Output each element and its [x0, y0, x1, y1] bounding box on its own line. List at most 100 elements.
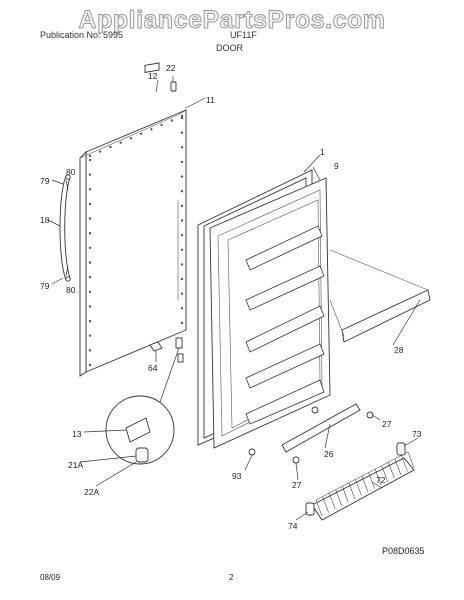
screw-hole — [88, 158, 92, 162]
hinge-detail — [105, 344, 181, 465]
screw-hole — [180, 307, 184, 310]
callout-27-bottom: 27 — [292, 480, 302, 490]
outer-door-panel — [79, 109, 187, 377]
publication-label: Publication No: 5995 — [40, 30, 124, 40]
screw-hole — [180, 146, 184, 149]
screw-hole — [88, 290, 92, 293]
screw-27c — [292, 456, 300, 464]
screw-hole — [119, 141, 122, 144]
screw-hole — [180, 204, 184, 208]
basket-wire — [342, 486, 349, 503]
screw-hole — [180, 219, 184, 222]
screw-hole — [180, 292, 184, 295]
screw-hole — [88, 319, 92, 323]
screw-hole — [180, 277, 184, 281]
door-screw-holes — [88, 114, 184, 367]
basket-wire — [381, 465, 388, 482]
callout-80-top: 80 — [66, 167, 76, 177]
hinge-cap — [149, 341, 163, 352]
basket-wire — [328, 493, 336, 510]
screw-93 — [248, 448, 256, 456]
callout-80-bottom: 80 — [66, 285, 76, 295]
top-screw — [170, 81, 177, 92]
screw-hole — [180, 190, 184, 193]
callout-79-top: 79 — [40, 176, 50, 186]
callout-93: 93 — [232, 471, 242, 481]
basket-wire — [315, 499, 323, 517]
callout-11: 11 — [206, 95, 215, 105]
page-number: 2 — [229, 573, 234, 582]
callout-26: 26 — [324, 449, 334, 459]
screw-hole — [180, 175, 184, 178]
basket-support-right — [396, 442, 406, 456]
screw-hole — [88, 246, 92, 250]
screw-hole — [109, 145, 112, 149]
screw-hole — [129, 137, 133, 140]
basket-wire — [388, 462, 395, 479]
screw-hole — [88, 173, 92, 176]
footer-date: 08/09 — [40, 573, 61, 582]
screw-27a — [311, 406, 319, 414]
leader-lines — [47, 76, 421, 521]
basket-wire — [361, 475, 369, 493]
watermark: AppliancePartsPros.com — [78, 6, 386, 35]
screw-hole — [88, 275, 92, 279]
liner-shelves — [245, 225, 325, 425]
screw-hole — [88, 217, 92, 220]
screw-hole — [88, 334, 92, 337]
screw-hole — [88, 261, 92, 264]
callout-9: 9 — [334, 161, 339, 171]
basket-wires — [315, 451, 415, 517]
callout-1: 1 — [320, 147, 325, 157]
basket-wire — [322, 496, 329, 513]
callout-28: 28 — [394, 345, 404, 355]
screw-hole — [160, 123, 163, 127]
screw-hole — [180, 160, 184, 164]
drawing-code: P08D0635 — [382, 546, 425, 556]
screw-hole — [88, 305, 92, 308]
screw-hole — [88, 188, 92, 191]
model-label: UF11F — [230, 30, 257, 40]
callout-73: 73 — [412, 429, 422, 439]
basket-support-left — [305, 502, 315, 516]
screw-hole — [180, 116, 184, 120]
door-rack-bar — [329, 249, 431, 343]
hinge-bolt — [177, 353, 184, 363]
screw-hole — [88, 154, 92, 158]
basket-wire — [335, 489, 342, 506]
callout-21a: 21A — [68, 460, 84, 470]
screw-hole — [88, 202, 92, 206]
callout-12: 12 — [148, 71, 158, 81]
basket-wire — [401, 455, 408, 472]
nameplate — [144, 62, 160, 73]
callout-79-bottom: 79 — [40, 281, 50, 291]
basket-wire — [407, 451, 415, 469]
callout-22: 22 — [166, 63, 176, 73]
callout-72: 72 — [376, 475, 386, 485]
section-title: DOOR — [216, 43, 243, 53]
screw-hole — [180, 248, 184, 251]
screw-hole — [180, 321, 184, 325]
screw-hole — [88, 232, 92, 235]
basket-wire — [368, 472, 375, 489]
basket-wire — [355, 479, 362, 496]
door-handle — [59, 174, 71, 282]
hinge-bracket — [175, 337, 183, 349]
screw-hole — [139, 132, 143, 135]
basket-wire — [348, 482, 356, 499]
screw-27b — [366, 411, 374, 419]
callout-18: 18 — [40, 215, 50, 225]
callout-22a: 22A — [84, 487, 100, 497]
screw-hole — [180, 131, 184, 134]
shelf-bar — [281, 403, 361, 453]
callout-27-right: 27 — [382, 419, 392, 429]
callout-64: 64 — [148, 363, 158, 373]
basket-wire — [394, 458, 402, 475]
screw-hole — [99, 150, 102, 153]
screw-hole — [180, 114, 184, 118]
screw-hole — [170, 119, 173, 122]
screw-hole — [88, 363, 92, 367]
basket-wire — [374, 469, 382, 486]
callout-74: 74 — [288, 521, 298, 531]
